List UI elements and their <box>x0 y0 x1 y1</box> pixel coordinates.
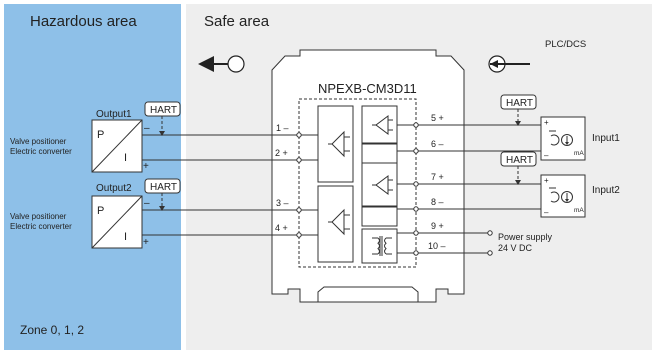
output2-minus: – <box>144 198 150 209</box>
valve-positioner-output2: P I <box>91 195 143 249</box>
hart-badge-input2: HART <box>500 151 537 167</box>
svg-text:–: – <box>544 151 549 160</box>
hazardous-area-title: Hazardous area <box>30 13 137 30</box>
amplifier-icon <box>372 115 393 135</box>
terminal-label: 3 – <box>276 198 289 208</box>
safe-area-title: Safe area <box>204 13 270 30</box>
plc-dcs-label: PLC/DCS <box>545 39 586 50</box>
output1-minus: – <box>144 123 150 134</box>
input2-current-source: + – mA <box>540 174 586 218</box>
output2-label: Output2 <box>96 183 132 194</box>
hart-badge-output1: HART <box>144 101 181 117</box>
input1-current-source: + – mA <box>540 116 586 161</box>
svg-text:mA: mA <box>574 150 584 157</box>
arrow-to-hazardous-icon <box>198 55 245 73</box>
svg-text:I: I <box>124 152 127 164</box>
terminal-label: 8 – <box>431 197 444 207</box>
zone-label: Zone 0, 1, 2 <box>20 323 84 337</box>
terminal-label: 9 + <box>431 221 444 231</box>
input1-label: Input1 <box>592 133 620 144</box>
hart-badge-input1: HART <box>500 94 537 110</box>
power-supply-label: Power supply <box>498 232 553 242</box>
isolator-block-out2 <box>317 185 354 263</box>
valve-positioner-output1: P I <box>91 119 143 173</box>
terminal-label: 5 + <box>431 113 444 123</box>
output1-desc-line1: Valve positioner <box>10 137 67 146</box>
terminal-label: 1 – <box>276 123 289 133</box>
svg-text:HART: HART <box>150 105 177 116</box>
hart-badge-output2: HART <box>144 178 181 194</box>
device-model-label: NPEXB-CM3D11 <box>318 81 417 96</box>
amplifier-icon <box>328 130 350 158</box>
terminal-label: 10 – <box>428 241 446 251</box>
svg-text:HART: HART <box>506 155 533 166</box>
svg-text:+: + <box>544 118 549 127</box>
svg-text:I: I <box>124 231 127 243</box>
transformer-icon <box>372 236 392 256</box>
isolator-block-in2-lower <box>361 206 398 227</box>
svg-text:HART: HART <box>506 98 533 109</box>
terminal-nodes <box>296 122 493 256</box>
hazardous-area-background <box>4 4 181 350</box>
isolator-block-in1 <box>361 105 398 144</box>
input2-label: Input2 <box>592 185 620 196</box>
output2-desc-line1: Valve positioner <box>10 212 67 221</box>
svg-text:P: P <box>97 205 104 217</box>
amplifier-icon <box>328 208 350 236</box>
safe-wiring <box>397 124 563 254</box>
amplifier-icon <box>372 175 393 195</box>
svg-text:P: P <box>97 129 104 141</box>
isolator-block-out1 <box>317 105 354 183</box>
arrow-from-plc-icon <box>488 55 530 73</box>
svg-text:mA: mA <box>574 207 584 214</box>
output1-desc-line2: Electric converter <box>10 147 72 156</box>
output2-plus: + <box>143 237 149 248</box>
power-supply-voltage: 24 V DC <box>498 243 533 253</box>
svg-text:+: + <box>544 176 549 185</box>
hazardous-wiring <box>142 134 318 236</box>
rail-clip <box>317 286 419 302</box>
terminal-label: 4 + <box>275 223 288 233</box>
terminal-label: 7 + <box>431 172 444 182</box>
svg-text:–: – <box>544 208 549 217</box>
svg-text:HART: HART <box>150 182 177 193</box>
output2-desc-line2: Electric converter <box>10 222 72 231</box>
isolator-block-in2 <box>361 162 398 207</box>
terminal-label: 6 – <box>431 139 444 149</box>
terminal-label: 2 + <box>275 148 288 158</box>
output1-label: Output1 <box>96 109 132 120</box>
output1-plus: + <box>143 161 149 172</box>
